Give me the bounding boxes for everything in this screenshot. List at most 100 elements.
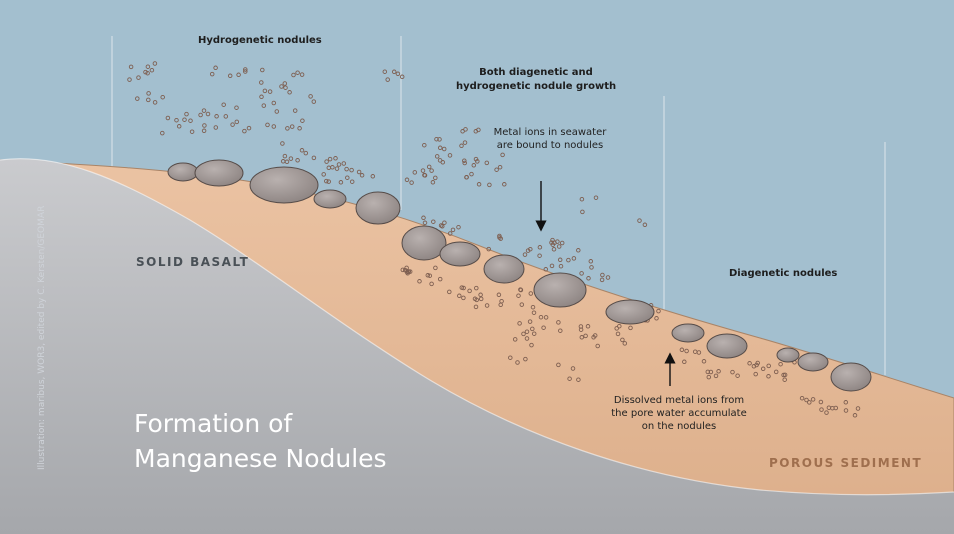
metal-ion bbox=[311, 155, 317, 161]
label-both-line2: hydrogenetic nodule growth bbox=[456, 81, 617, 92]
metal-ion bbox=[600, 272, 605, 278]
metal-ion bbox=[471, 163, 477, 168]
label-pore-line1: Dissolved metal ions from bbox=[613, 395, 745, 406]
metal-ion bbox=[760, 366, 766, 372]
label-porous-sediment: POROUS SEDIMENT bbox=[769, 456, 923, 470]
metal-ion bbox=[684, 348, 689, 354]
metal-ion bbox=[409, 180, 414, 185]
metal-ion bbox=[440, 160, 446, 165]
metal-ion bbox=[344, 166, 349, 172]
metal-ion bbox=[422, 142, 427, 148]
metal-ion bbox=[422, 173, 428, 178]
metal-ion bbox=[262, 88, 268, 94]
metal-ion bbox=[852, 413, 858, 418]
metal-ion bbox=[395, 71, 401, 77]
title-line2: Manganese Nodules bbox=[134, 444, 387, 473]
metal-ion bbox=[405, 271, 410, 276]
illustration-credit: Illustration: maribus, WOR3, edited by C… bbox=[37, 205, 47, 470]
metal-ion bbox=[283, 85, 288, 90]
metal-ion bbox=[497, 233, 502, 239]
nodule bbox=[797, 352, 829, 372]
metal-ion bbox=[531, 310, 537, 315]
metal-ion bbox=[184, 111, 189, 117]
nodule bbox=[439, 241, 481, 267]
metal-ion bbox=[753, 371, 758, 377]
metal-ion bbox=[429, 281, 434, 287]
metal-ion bbox=[833, 405, 839, 411]
metal-ion bbox=[589, 265, 594, 270]
metal-ion bbox=[497, 235, 502, 240]
metal-ion bbox=[810, 397, 816, 402]
metal-ion bbox=[559, 240, 565, 246]
metal-ion bbox=[518, 287, 524, 293]
metal-ion bbox=[576, 377, 581, 382]
metal-ion bbox=[571, 256, 577, 261]
nodule bbox=[249, 166, 319, 204]
metal-ion bbox=[459, 285, 465, 290]
metal-ion bbox=[716, 369, 721, 374]
metal-ion bbox=[311, 99, 317, 104]
metal-ion bbox=[441, 146, 447, 152]
metal-ion bbox=[576, 248, 581, 253]
metal-ion bbox=[461, 295, 466, 301]
metal-ion bbox=[299, 148, 305, 153]
metal-ion bbox=[279, 84, 284, 89]
metal-ion bbox=[595, 343, 600, 349]
metal-ion bbox=[243, 67, 248, 72]
metal-ion bbox=[434, 136, 439, 142]
metal-ion bbox=[336, 162, 342, 167]
metal-ion bbox=[260, 67, 265, 73]
metal-ion bbox=[541, 325, 546, 330]
metal-ion bbox=[642, 222, 648, 228]
metal-ion bbox=[280, 141, 285, 146]
metal-ion bbox=[221, 102, 226, 107]
metal-ion bbox=[522, 252, 528, 257]
metal-ion bbox=[807, 400, 812, 405]
metal-ion bbox=[551, 247, 557, 252]
metal-ion bbox=[146, 97, 151, 103]
nodule bbox=[194, 159, 244, 187]
metal-ion bbox=[437, 276, 443, 282]
metal-ion bbox=[556, 320, 561, 325]
metal-ion bbox=[766, 363, 771, 369]
metal-ion bbox=[558, 328, 563, 333]
metal-ion bbox=[442, 220, 447, 225]
metal-ion bbox=[160, 94, 165, 100]
metal-ion bbox=[585, 324, 591, 329]
metal-ion bbox=[521, 331, 526, 337]
metal-ion bbox=[425, 273, 431, 278]
metal-ion bbox=[556, 362, 561, 368]
metal-ion bbox=[205, 111, 211, 117]
metal-ion bbox=[696, 350, 702, 355]
metal-ion bbox=[242, 128, 247, 134]
metal-ion bbox=[412, 170, 418, 175]
nodule bbox=[776, 347, 800, 363]
metal-ion bbox=[515, 360, 520, 365]
metal-ion bbox=[537, 245, 543, 250]
metal-ion bbox=[213, 125, 219, 130]
metal-ion bbox=[289, 124, 295, 129]
metal-ion bbox=[487, 182, 492, 188]
metal-ion bbox=[855, 406, 861, 411]
nodule bbox=[671, 323, 705, 343]
metal-ion bbox=[326, 165, 332, 171]
metal-ion bbox=[580, 209, 585, 215]
metal-ion bbox=[308, 94, 313, 99]
metal-ion bbox=[182, 117, 187, 122]
metal-ion bbox=[300, 118, 305, 123]
metal-ion bbox=[189, 129, 195, 134]
metal-ion bbox=[299, 72, 305, 77]
metal-ion bbox=[804, 397, 809, 403]
metal-ion bbox=[497, 164, 503, 170]
solid-basalt-layer bbox=[0, 158, 954, 534]
metal-ion bbox=[583, 333, 588, 339]
metal-ion bbox=[400, 267, 406, 273]
metal-ion bbox=[637, 218, 642, 223]
metal-ion bbox=[128, 64, 134, 70]
metal-ion bbox=[188, 118, 193, 123]
metal-ion bbox=[430, 180, 436, 185]
metal-ion bbox=[326, 179, 331, 184]
metal-ion bbox=[486, 246, 491, 252]
metal-ion bbox=[287, 90, 292, 95]
